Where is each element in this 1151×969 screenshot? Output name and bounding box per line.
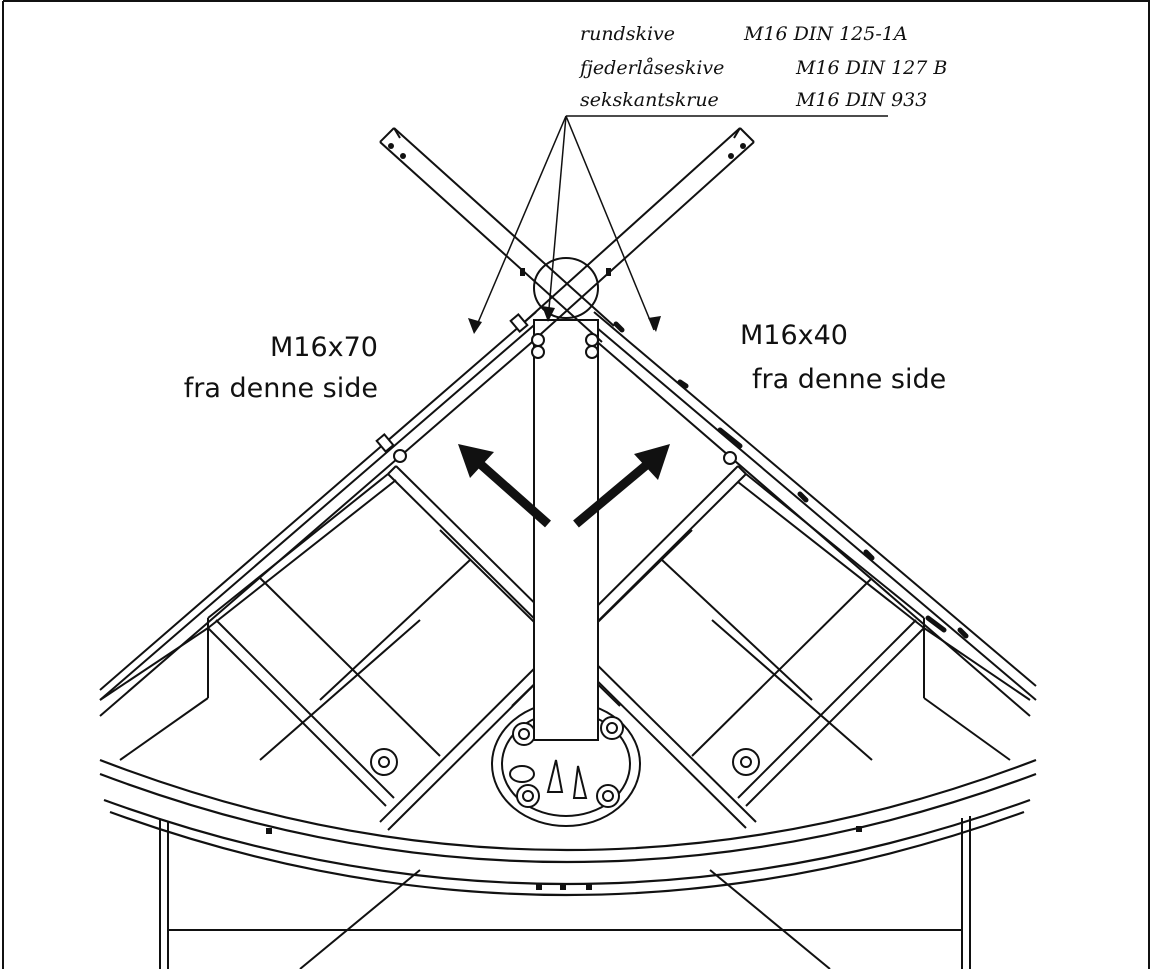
parts-list: rundskive M16 DIN 125-1A fjederlåseskive… [578, 23, 947, 111]
pole-brackets [375, 313, 737, 465]
direction-arrows [458, 444, 670, 528]
leader-lines [473, 115, 888, 333]
central-pole [533, 257, 599, 741]
left-bolt-size: M16x70 [270, 332, 378, 363]
right-callout: M16x40 fra denne side [740, 320, 946, 395]
right-bolt-size: M16x40 [740, 320, 848, 351]
rim-bolts [266, 826, 862, 890]
outer-beams [99, 311, 1037, 717]
grid-junction-washers [370, 748, 760, 776]
part-name-washer: rundskive [580, 23, 675, 45]
leader-arrowheads [468, 306, 661, 334]
part-spec-hex-bolt: M16 DIN 933 [795, 89, 927, 111]
curved-rim [99, 758, 1037, 897]
left-side-note: fra denne side [184, 373, 378, 404]
part-name-hex-bolt: sekskantskrue [580, 89, 719, 111]
x-support-beams [379, 127, 755, 343]
part-name-spring-washer: fjederlåseskive [578, 57, 724, 79]
part-spec-spring-washer: M16 DIN 127 B [795, 57, 947, 79]
beam-end-holes [388, 143, 746, 276]
right-beam-bolts [613, 321, 969, 639]
part-spec-washer: M16 DIN 125-1A [743, 23, 908, 45]
arrow-up-left-icon [458, 444, 494, 478]
left-callout: M16x70 fra denne side [184, 332, 378, 404]
hopper-body [159, 816, 971, 969]
arrow-up-right-icon [634, 444, 670, 480]
right-side-note: fra denne side [752, 364, 946, 395]
